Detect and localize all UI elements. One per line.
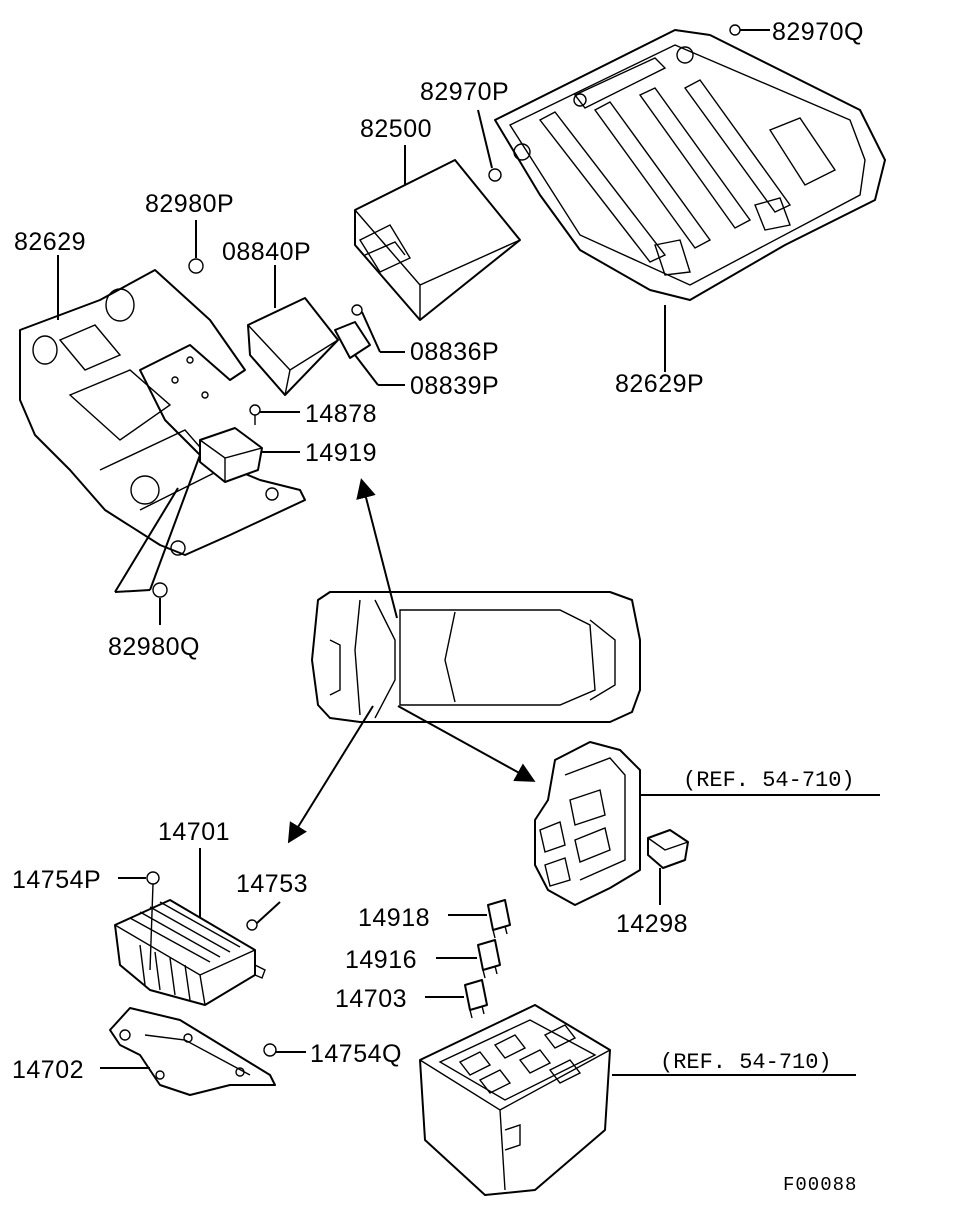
label-08836p: 08836P xyxy=(410,338,499,366)
reference-upper: (REF. 54-710) xyxy=(683,768,855,793)
label-82629p: 82629P xyxy=(615,370,704,398)
label-82980p: 82980P xyxy=(145,190,234,218)
label-14918: 14918 xyxy=(358,904,430,932)
label-14298: 14298 xyxy=(616,910,688,938)
relay-14919 xyxy=(199,427,300,483)
bolt-82970q xyxy=(729,24,770,36)
nut-14754q xyxy=(263,1043,306,1057)
reference-lower: (REF. 54-710) xyxy=(660,1050,832,1075)
label-14916: 14916 xyxy=(345,946,417,974)
label-08840p: 08840P xyxy=(222,238,311,266)
label-82629: 82629 xyxy=(14,228,86,256)
label-14702: 14702 xyxy=(12,1056,84,1084)
fuse-14703 xyxy=(425,979,488,1019)
fuse-14916 xyxy=(436,939,501,979)
bolt-14878 xyxy=(249,404,300,425)
figure-code: F00088 xyxy=(783,1174,857,1196)
bolt-14753 xyxy=(246,901,281,931)
fuse-14918 xyxy=(448,899,511,939)
fuse-box-lower xyxy=(419,1004,611,1196)
label-14754q: 14754Q xyxy=(310,1040,402,1068)
control-unit-82500 xyxy=(354,159,521,321)
label-14878: 14878 xyxy=(305,400,377,428)
relay-08839p xyxy=(334,304,405,386)
nut-14754p xyxy=(118,871,160,971)
label-14703: 14703 xyxy=(335,985,407,1013)
bracket-14702 xyxy=(109,1007,276,1096)
amplifier-14701 xyxy=(114,899,266,1006)
label-82980q: 82980Q xyxy=(108,633,200,661)
module-08840p xyxy=(247,297,339,396)
label-14754p: 14754P xyxy=(12,866,101,894)
bolt-82970p xyxy=(477,109,502,182)
label-08839p: 08839P xyxy=(410,372,499,400)
label-14919: 14919 xyxy=(305,439,377,467)
label-14753: 14753 xyxy=(236,870,308,898)
label-82970p: 82970P xyxy=(420,78,509,106)
label-82500: 82500 xyxy=(360,115,432,143)
vehicle-outline xyxy=(311,591,641,723)
protector-cover-82629p xyxy=(494,29,886,301)
label-82970q: 82970Q xyxy=(772,18,864,46)
label-14701: 14701 xyxy=(158,818,230,846)
relay-block-upper xyxy=(534,741,641,906)
nut-82980p xyxy=(188,220,204,274)
nut-82980q xyxy=(114,454,201,625)
relay-14298 xyxy=(647,829,689,905)
